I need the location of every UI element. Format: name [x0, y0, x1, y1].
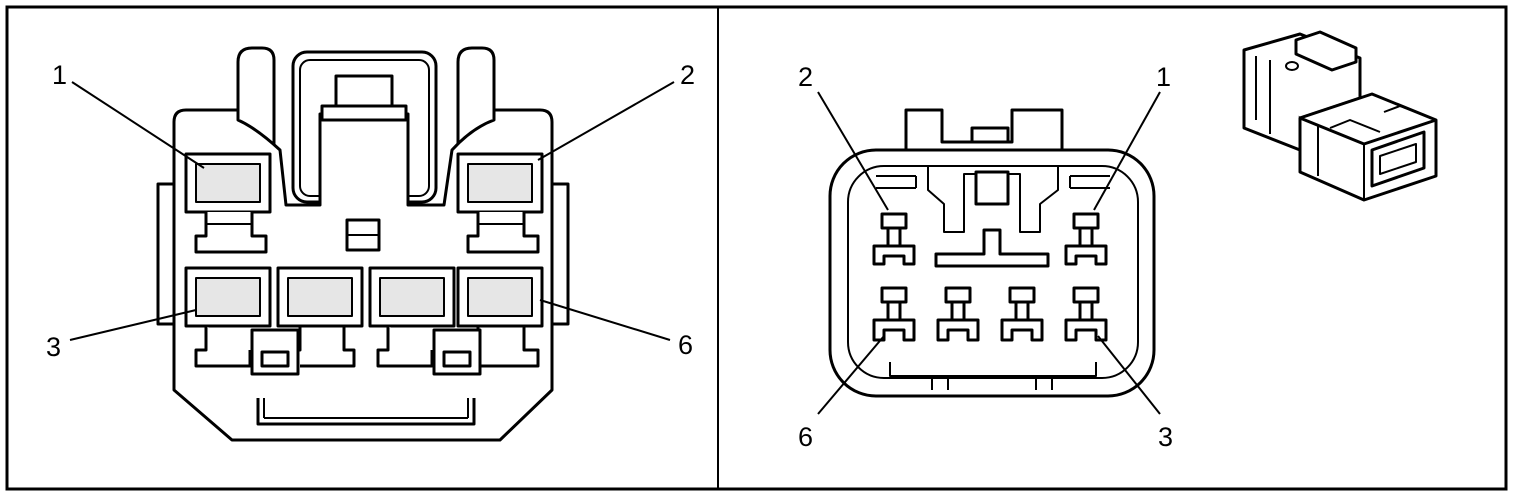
right-inner-shell	[847, 165, 1139, 379]
left-leader-3	[69, 309, 197, 341]
right-label-pin3: 3	[1158, 422, 1173, 452]
right-label-pin1: 1	[1156, 62, 1171, 92]
right-connector-view: 2 1 6 3	[798, 62, 1173, 452]
right-leader-3	[1097, 335, 1161, 415]
right-terminal-5	[936, 286, 980, 342]
left-label-pin6: 6	[678, 330, 693, 360]
right-terminal-6	[872, 286, 916, 342]
right-terminal-3	[1064, 286, 1108, 342]
right-label-pin6: 6	[798, 422, 813, 452]
left-leader-1	[71, 81, 205, 169]
right-terminal-4	[1000, 286, 1044, 342]
left-label-pin2: 2	[680, 60, 695, 90]
left-side-clip-left	[156, 182, 176, 326]
connector-isometric-icon	[1242, 30, 1438, 202]
right-leader-6	[817, 335, 885, 415]
right-terminal-1	[1064, 212, 1108, 266]
right-terminal-2	[872, 212, 916, 266]
right-label-pin2: 2	[798, 62, 813, 92]
left-leader-6	[539, 299, 671, 341]
left-cavity-5	[368, 266, 456, 368]
left-side-clip-right	[550, 182, 570, 326]
left-cavity-6	[456, 266, 544, 368]
right-leader-2	[817, 91, 889, 211]
left-connector-view: 1 2 3 6	[46, 46, 695, 442]
left-label-pin1: 1	[52, 60, 67, 90]
left-cavity-3	[184, 266, 272, 368]
left-label-pin3: 3	[46, 332, 61, 362]
left-leader-2	[537, 81, 675, 161]
left-cavity-4	[276, 266, 364, 368]
right-leader-1	[1093, 91, 1161, 211]
left-cavity-1	[184, 152, 272, 254]
left-cavity-2	[456, 152, 544, 254]
